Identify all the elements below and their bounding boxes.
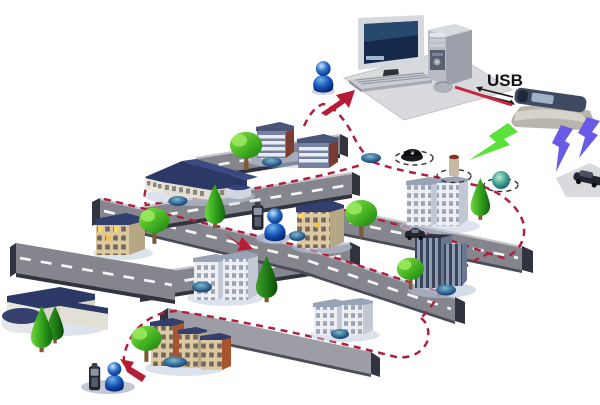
svg-text:USB: USB — [487, 71, 523, 90]
